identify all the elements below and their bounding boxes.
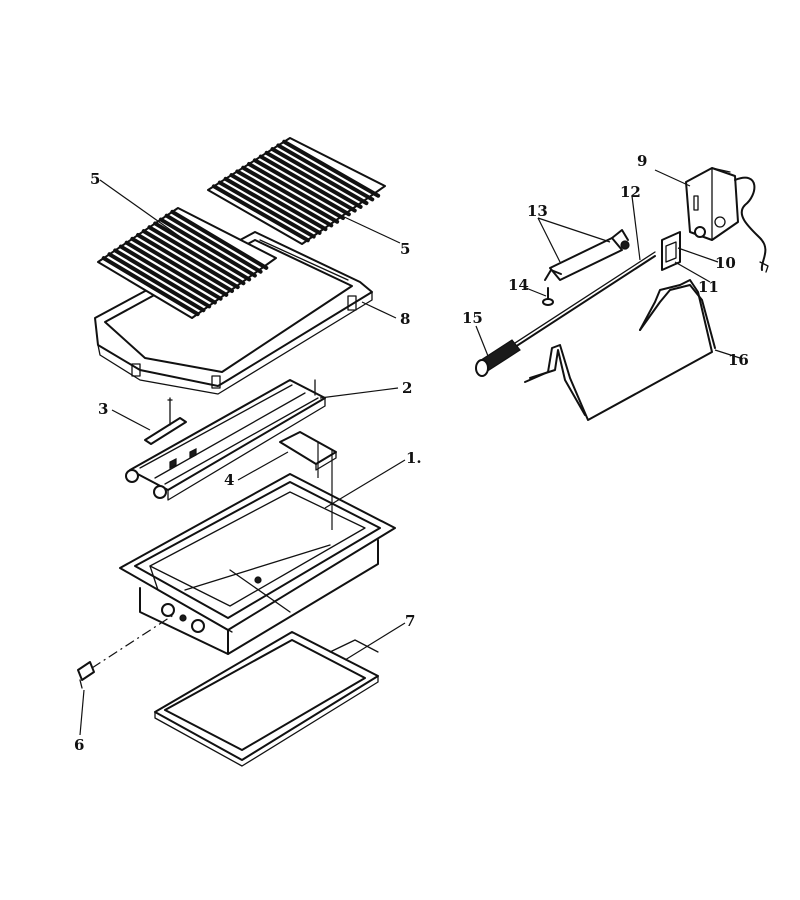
grate-bar bbox=[107, 252, 206, 313]
grate-bar bbox=[223, 176, 322, 235]
grate-bar bbox=[258, 154, 357, 213]
leader-lines bbox=[79, 169, 741, 736]
burner-bracket-part-4 bbox=[279, 431, 337, 471]
callout-5-left: 5 bbox=[90, 170, 100, 188]
igniter-knob-part-6 bbox=[77, 661, 95, 689]
callout-labels: 1. 2 3 4 5 5 6 7 8 9 10 11 12 13 14 15 1… bbox=[74, 152, 749, 754]
fork-screw-part-14 bbox=[542, 287, 554, 306]
grate-bar bbox=[136, 233, 234, 293]
motor-bracket-part-10-11 bbox=[661, 231, 681, 271]
grate-bar bbox=[158, 217, 257, 278]
callout-10: 10 bbox=[715, 254, 736, 272]
grate-bar bbox=[241, 165, 340, 224]
callout-7: 7 bbox=[405, 612, 415, 630]
callout-1: 1. bbox=[406, 449, 422, 467]
grate-bar bbox=[130, 236, 229, 297]
grill-grate-left-part-5 bbox=[97, 207, 277, 319]
grate-bar bbox=[164, 213, 263, 274]
callout-14: 14 bbox=[508, 276, 529, 294]
grate-bar bbox=[113, 248, 212, 309]
grate-bar bbox=[118, 244, 217, 305]
callout-15: 15 bbox=[462, 309, 483, 327]
callout-9: 9 bbox=[637, 152, 647, 170]
callout-12: 12 bbox=[620, 183, 641, 201]
grate-bar bbox=[276, 143, 375, 202]
grate-bar bbox=[247, 162, 345, 220]
drip-tray-part-7 bbox=[154, 631, 379, 767]
burner-part-2 bbox=[125, 379, 326, 501]
rotisserie-motor-part-9 bbox=[685, 167, 769, 273]
grate-bar bbox=[141, 229, 240, 290]
grate-bar bbox=[217, 180, 316, 239]
spit-rod-part-12 bbox=[494, 251, 656, 361]
grate-bar bbox=[170, 209, 269, 270]
grate-bar bbox=[124, 240, 223, 301]
callout-2: 2 bbox=[402, 379, 412, 397]
grate-bar bbox=[252, 158, 351, 217]
callout-8: 8 bbox=[400, 310, 410, 328]
grate-bar bbox=[147, 225, 246, 286]
grate-bar bbox=[153, 221, 252, 282]
grate-bar bbox=[264, 150, 363, 209]
callout-16: 16 bbox=[728, 351, 749, 369]
igniter-electrode-part-3 bbox=[144, 397, 187, 445]
callout-4: 4 bbox=[224, 471, 234, 489]
callout-6: 6 bbox=[74, 736, 84, 754]
firebox-housing-part-1 bbox=[119, 473, 396, 655]
grate-bar bbox=[229, 173, 328, 232]
callout-11: 11 bbox=[698, 278, 719, 296]
callout-5-right: 5 bbox=[400, 240, 410, 258]
spit-handle-part-15 bbox=[475, 339, 521, 377]
grate-bar bbox=[282, 139, 381, 198]
wire-rack-part-16 bbox=[524, 279, 716, 421]
callout-3: 3 bbox=[98, 400, 108, 418]
grate-bar bbox=[270, 147, 369, 206]
callout-13: 13 bbox=[527, 202, 548, 220]
spit-forks-part-13 bbox=[544, 229, 630, 281]
grate-bar bbox=[101, 256, 200, 317]
grate-bar bbox=[211, 184, 310, 243]
grate-bar bbox=[235, 169, 334, 228]
grill-grate-right-part-5 bbox=[207, 137, 386, 245]
